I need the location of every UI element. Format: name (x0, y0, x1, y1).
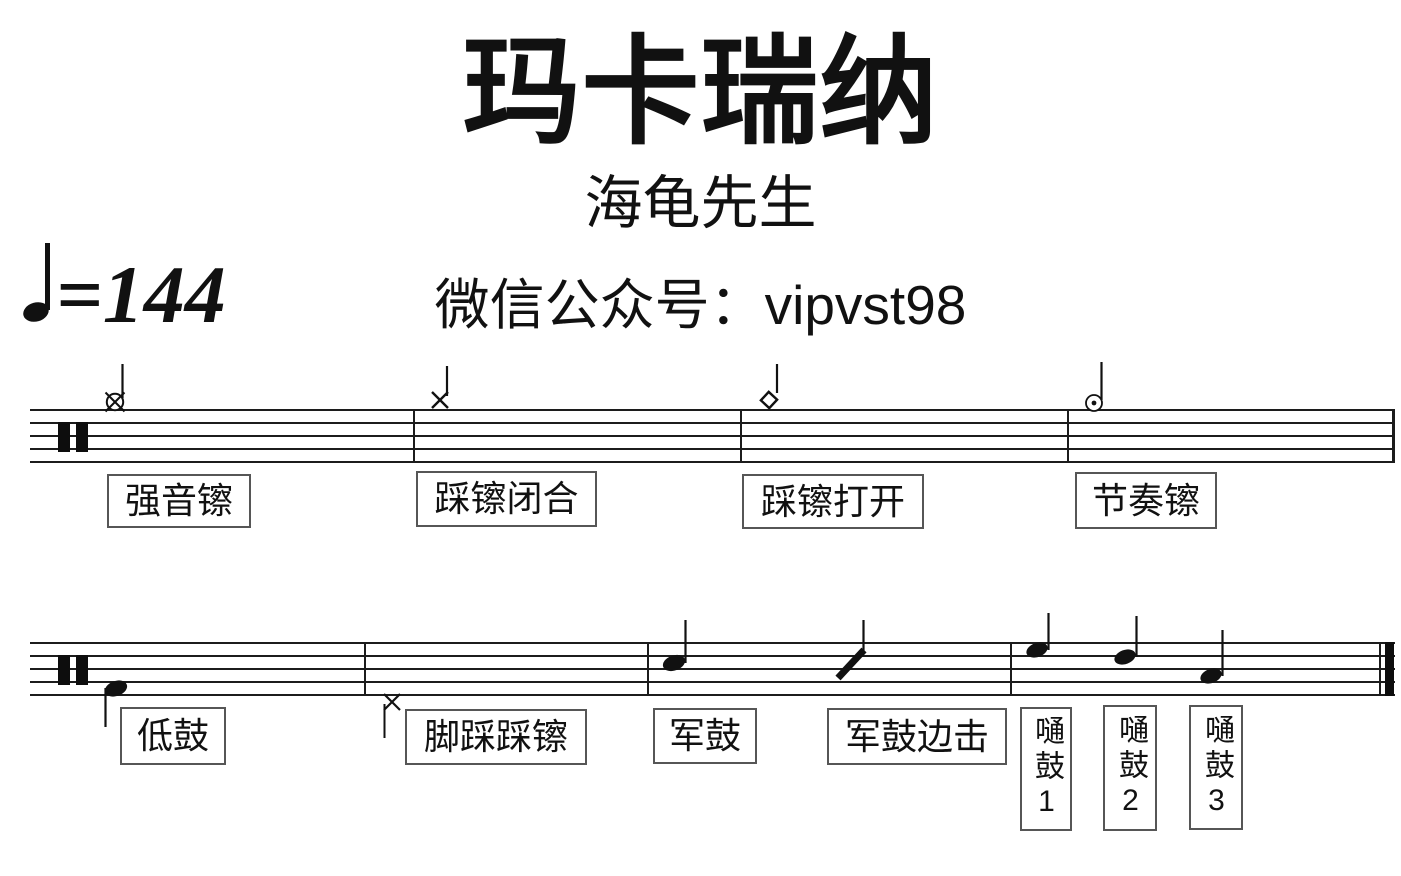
legend-label-snare: 军鼓 (653, 708, 757, 764)
ride-cymbal-circled-dot-notehead (1085, 362, 1103, 412)
legend-label-tom1: 嗵鼓1 (1020, 707, 1072, 831)
quarter-note-icon (23, 243, 50, 322)
crash-cymbal-circled-x-notehead (104, 364, 126, 413)
snare-drum-notehead (662, 620, 687, 672)
barline (647, 642, 649, 696)
end-barline (1392, 409, 1395, 463)
tempo-value: =144 (56, 249, 226, 340)
staff-line (30, 655, 1395, 657)
staff-line (30, 409, 1395, 411)
staff-1 (30, 409, 1395, 463)
legend-label-tom2: 嗵鼓2 (1103, 705, 1157, 831)
staff-line (30, 681, 1395, 683)
staff-line (30, 461, 1395, 463)
snare-rim-click-slash-notehead (835, 620, 867, 681)
legend-label-bass-drum: 低鼓 (120, 707, 226, 765)
tom3-notehead (1200, 630, 1224, 684)
barline (413, 409, 415, 463)
staff-line (30, 422, 1395, 424)
percussion-clef-icon (76, 422, 88, 452)
tom2-notehead (1114, 616, 1138, 665)
open-hihat-diamond-notehead (759, 364, 779, 410)
percussion-clef-icon (58, 422, 70, 452)
staff-line (30, 448, 1395, 450)
legend-label-open-hihat: 踩镲打开 (742, 474, 924, 529)
staff-line (30, 642, 1395, 644)
percussion-clef-icon (58, 655, 70, 685)
closed-hihat-x-notehead (431, 366, 449, 409)
legend-label-closed-hihat: 踩镲闭合 (416, 471, 597, 527)
barline (364, 642, 366, 696)
staff-line (30, 668, 1395, 670)
staff-line (30, 435, 1395, 437)
wechat-account-line: 微信公众号：vipvst98 (434, 274, 967, 336)
final-barline-thick (1385, 642, 1394, 696)
barline (740, 409, 742, 463)
legend-label-foot-hihat: 脚踩踩镲 (405, 709, 587, 765)
legend-label-ride: 节奏镲 (1075, 472, 1217, 529)
staff-line (30, 694, 1395, 696)
legend-label-crash: 强音镲 (107, 474, 251, 528)
tom1-notehead (1026, 613, 1050, 658)
legend-label-tom3: 嗵鼓3 (1189, 705, 1243, 830)
final-barline-thin (1379, 642, 1381, 696)
barline (1067, 409, 1069, 463)
legend-label-rim-click: 军鼓边击 (827, 708, 1007, 765)
barline (1010, 642, 1012, 696)
staff-2 (30, 642, 1395, 696)
artist-name: 海龟先生 (584, 171, 817, 236)
song-title: 玛卡瑞纳 (462, 27, 939, 159)
bass-drum-notehead (104, 680, 128, 727)
percussion-clef-icon (76, 655, 88, 685)
foot-hihat-x-notehead (383, 693, 401, 738)
